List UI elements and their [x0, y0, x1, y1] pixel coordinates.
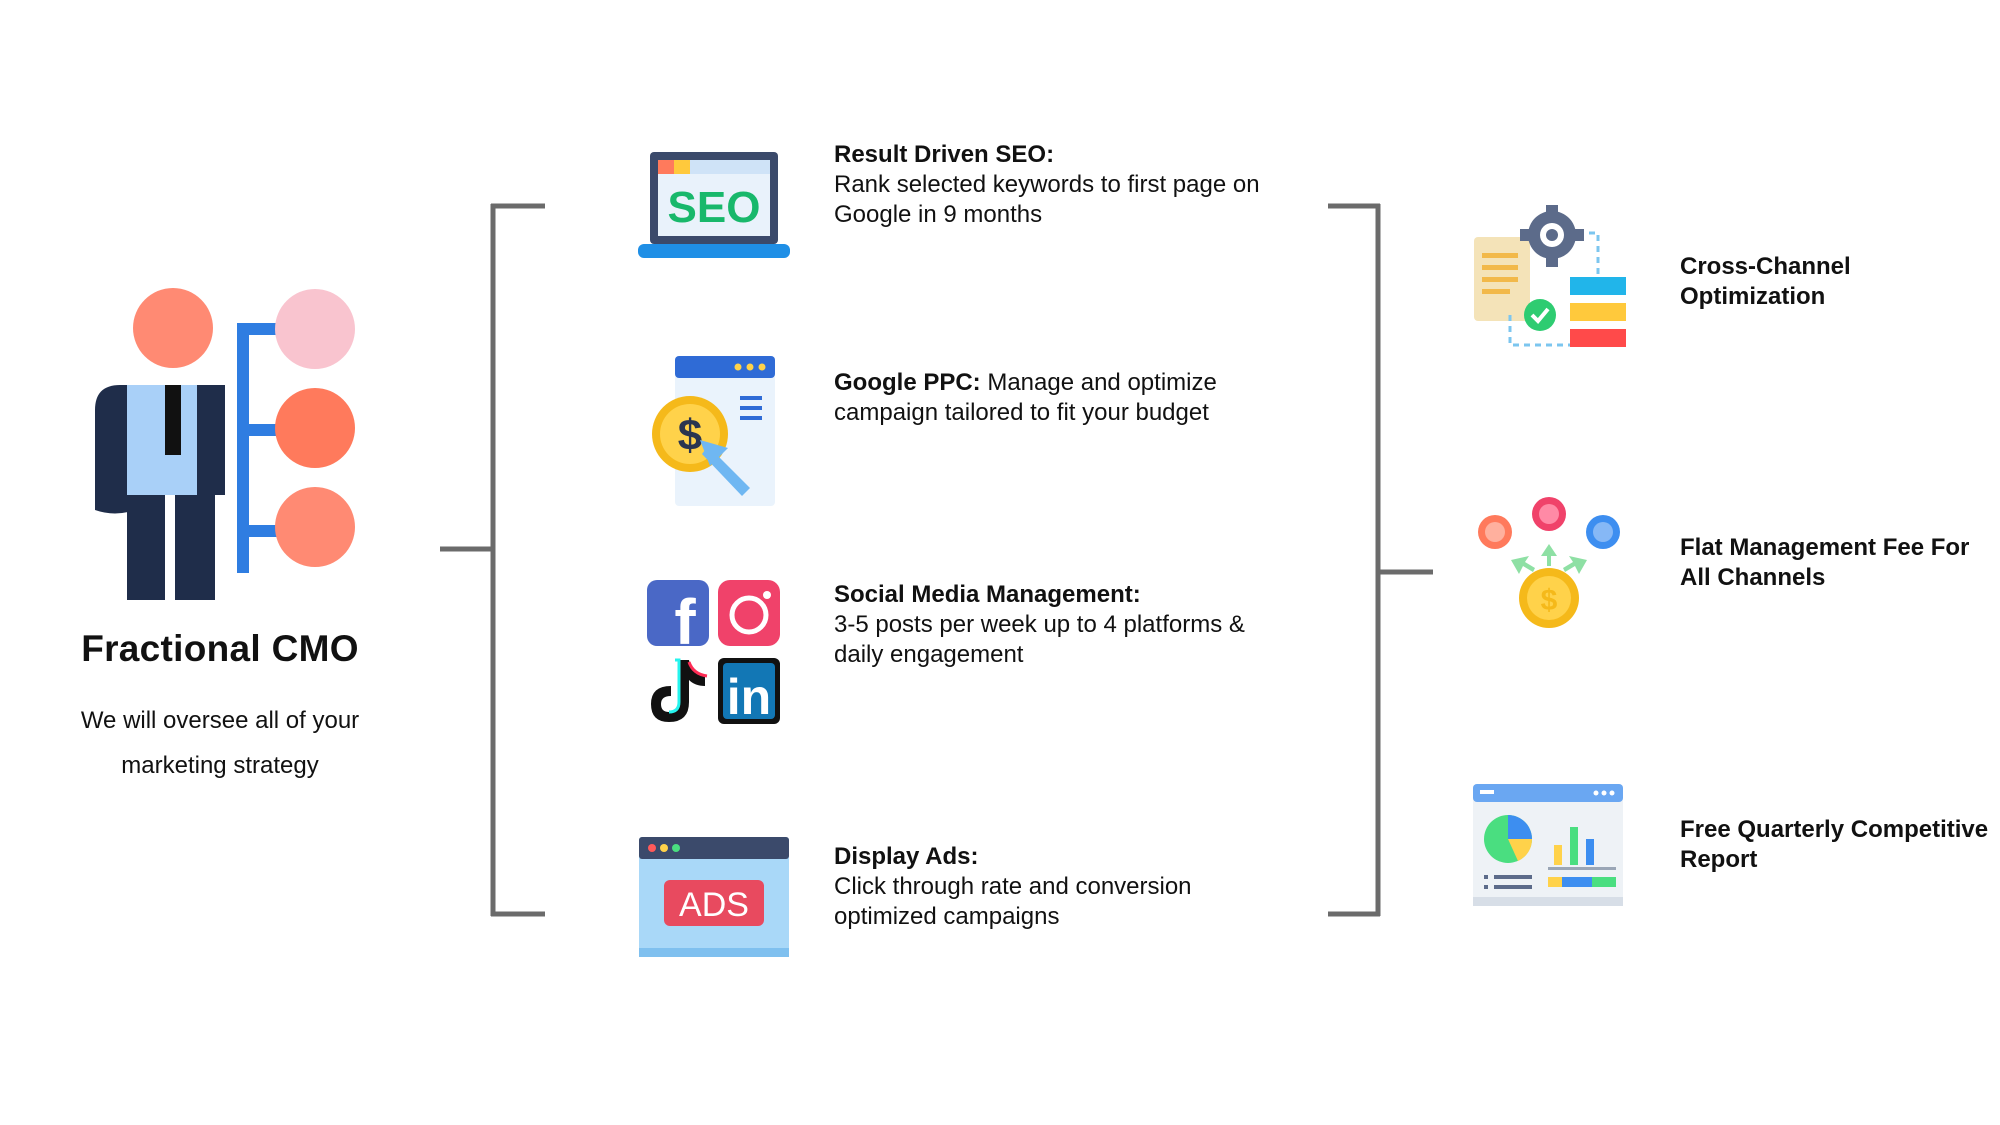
- benefit-flat-fee-line1: Flat Management Fee For: [1680, 534, 1970, 561]
- persona-subtitle: We will oversee all of your marketing st…: [40, 698, 400, 788]
- fractional-cmo-illustration-icon: [95, 288, 355, 600]
- service-ads-title: Display Ads:: [834, 843, 979, 870]
- service-ppc-title: Google PPC:: [834, 369, 981, 396]
- benefit-report-line1: Free Quarterly Competitive: [1680, 816, 1989, 843]
- service-seo-text: Result Driven SEO: Rank selected keyword…: [834, 140, 1304, 230]
- ads-browser-icon: ADS: [639, 837, 789, 957]
- benefit-cross-channel-text: Cross-Channel Optimization: [1680, 252, 2000, 312]
- benefit-flat-fee-text: Flat Management Fee For All Channels: [1680, 533, 2000, 593]
- service-ads-text: Display Ads: Click through rate and conv…: [834, 842, 1304, 932]
- seo-laptop-icon: SEO: [638, 152, 790, 258]
- benefit-cross-channel-line2: Optimization: [1680, 283, 1826, 310]
- linkedin-icon: in: [718, 658, 780, 725]
- facebook-icon: f: [647, 580, 709, 658]
- benefit-report-line2: Report: [1680, 846, 1758, 873]
- ads-icon-text: ADS: [679, 886, 749, 924]
- persona-subtitle-line2: marketing strategy: [121, 752, 319, 779]
- service-ads-body-line1: Click through rate and conversion: [834, 873, 1192, 900]
- service-ads-body-line2: optimized campaigns: [834, 903, 1060, 930]
- service-seo-body-line1: Rank selected keywords to first page on: [834, 171, 1260, 198]
- instagram-icon: [718, 580, 780, 646]
- service-seo-body-line2: Google in 9 months: [834, 201, 1043, 228]
- benefit-cross-channel-line1: Cross-Channel: [1680, 253, 1851, 280]
- seo-icon-text: SEO: [668, 183, 761, 232]
- service-ppc-body-line2: campaign tailored to fit your budget: [834, 399, 1209, 426]
- ppc-icon-text: $: [678, 411, 702, 460]
- service-ppc-body-line1: Manage and optimize: [980, 369, 1217, 396]
- social-media-icons: f in: [647, 580, 780, 725]
- facebook-icon-text: f: [674, 586, 696, 658]
- service-social-title: Social Media Management:: [834, 581, 1141, 608]
- service-social-body-line2: daily engagement: [834, 641, 1024, 668]
- tiktok-icon: [651, 658, 708, 722]
- fee-icon-text: $: [1541, 584, 1558, 617]
- cross-channel-gear-icon: [1474, 205, 1626, 347]
- service-social-body-line1: 3-5 posts per week up to 4 platforms &: [834, 611, 1245, 638]
- ppc-dollar-click-icon: $: [652, 356, 775, 506]
- report-dashboard-icon: [1473, 784, 1623, 906]
- service-social-text: Social Media Management: 3-5 posts per w…: [834, 580, 1304, 670]
- benefit-flat-fee-line2: All Channels: [1680, 564, 1826, 591]
- linkedin-icon-text: in: [727, 669, 771, 725]
- benefit-report-text: Free Quarterly Competitive Report: [1680, 815, 2000, 875]
- service-seo-title: Result Driven SEO:: [834, 141, 1055, 168]
- service-ppc-text: Google PPC: Manage and optimize campaign…: [834, 368, 1304, 428]
- persona-subtitle-line1: We will oversee all of your: [80, 707, 360, 734]
- persona-title: Fractional CMO: [81, 628, 359, 669]
- flat-fee-coins-icon: $: [1478, 497, 1620, 628]
